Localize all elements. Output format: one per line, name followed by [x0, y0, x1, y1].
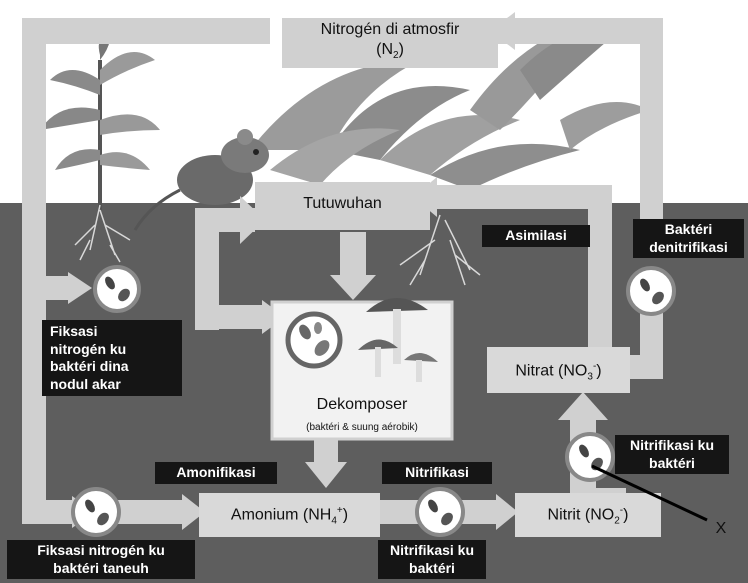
nitrite-box: [515, 493, 661, 537]
atmosphere-label: Nitrogén di atmosfir (N2): [320, 21, 460, 62]
decomposer-label: Dekomposer: [316, 396, 408, 413]
pointer-line: [591, 464, 708, 522]
decomposer-bacteria-illustration: [285, 311, 343, 369]
bacteria-nitrifying-right: [565, 432, 615, 482]
bacteria-soil: [71, 487, 121, 537]
denitrifying-bacteria-label: Baktéri denitrifikasi: [633, 219, 744, 258]
plants-label: Tutuwuhan: [303, 195, 382, 212]
mouse-illustration: [133, 129, 269, 231]
atmosphere-box: [282, 18, 498, 68]
pointer-x-label: X: [715, 520, 727, 537]
root-left-illustration: [74, 204, 131, 263]
decomposer-sublabel: (baktéri & suung aérobik): [306, 422, 418, 433]
cycle-arrows: [22, 12, 663, 530]
nitrate-label: Nitrat (NO3-): [515, 361, 602, 383]
root-nodule-fixation-label: Fiksasi nitrogén ku baktéri dina nodul a…: [42, 320, 182, 396]
ammonium-label: Amonium (NH4+): [230, 505, 349, 527]
bacteria-denitrifying: [626, 266, 676, 316]
nitrifying-bacteria-bottom-label: Nitrifikasi ku baktéri: [378, 540, 486, 579]
root-center-illustration: [399, 214, 481, 286]
nitrite-label: Nitrit (NO2-): [547, 505, 629, 527]
plant-left-illustration: [40, 39, 160, 210]
assimilation-label: Asimilasi: [482, 225, 590, 247]
ammonification-label: Amonifikasi: [155, 462, 277, 484]
mushroom-illustration: [358, 297, 438, 382]
nitrifying-bacteria-right-label: Nitrifikasi ku baktéri: [615, 435, 729, 474]
plants-box: [255, 182, 430, 230]
soil-fixation-label: Fiksasi nitrogén ku baktéri taneuh: [7, 540, 195, 579]
fern-plant-illustration: [250, 20, 650, 190]
bacteria-nitrifying-bottom: [415, 487, 465, 537]
bacteria-root-nodule: [93, 265, 141, 313]
nitrate-box: [487, 347, 630, 393]
nitrification-label: Nitrifikasi: [382, 462, 492, 484]
ammonium-box: [199, 493, 380, 537]
